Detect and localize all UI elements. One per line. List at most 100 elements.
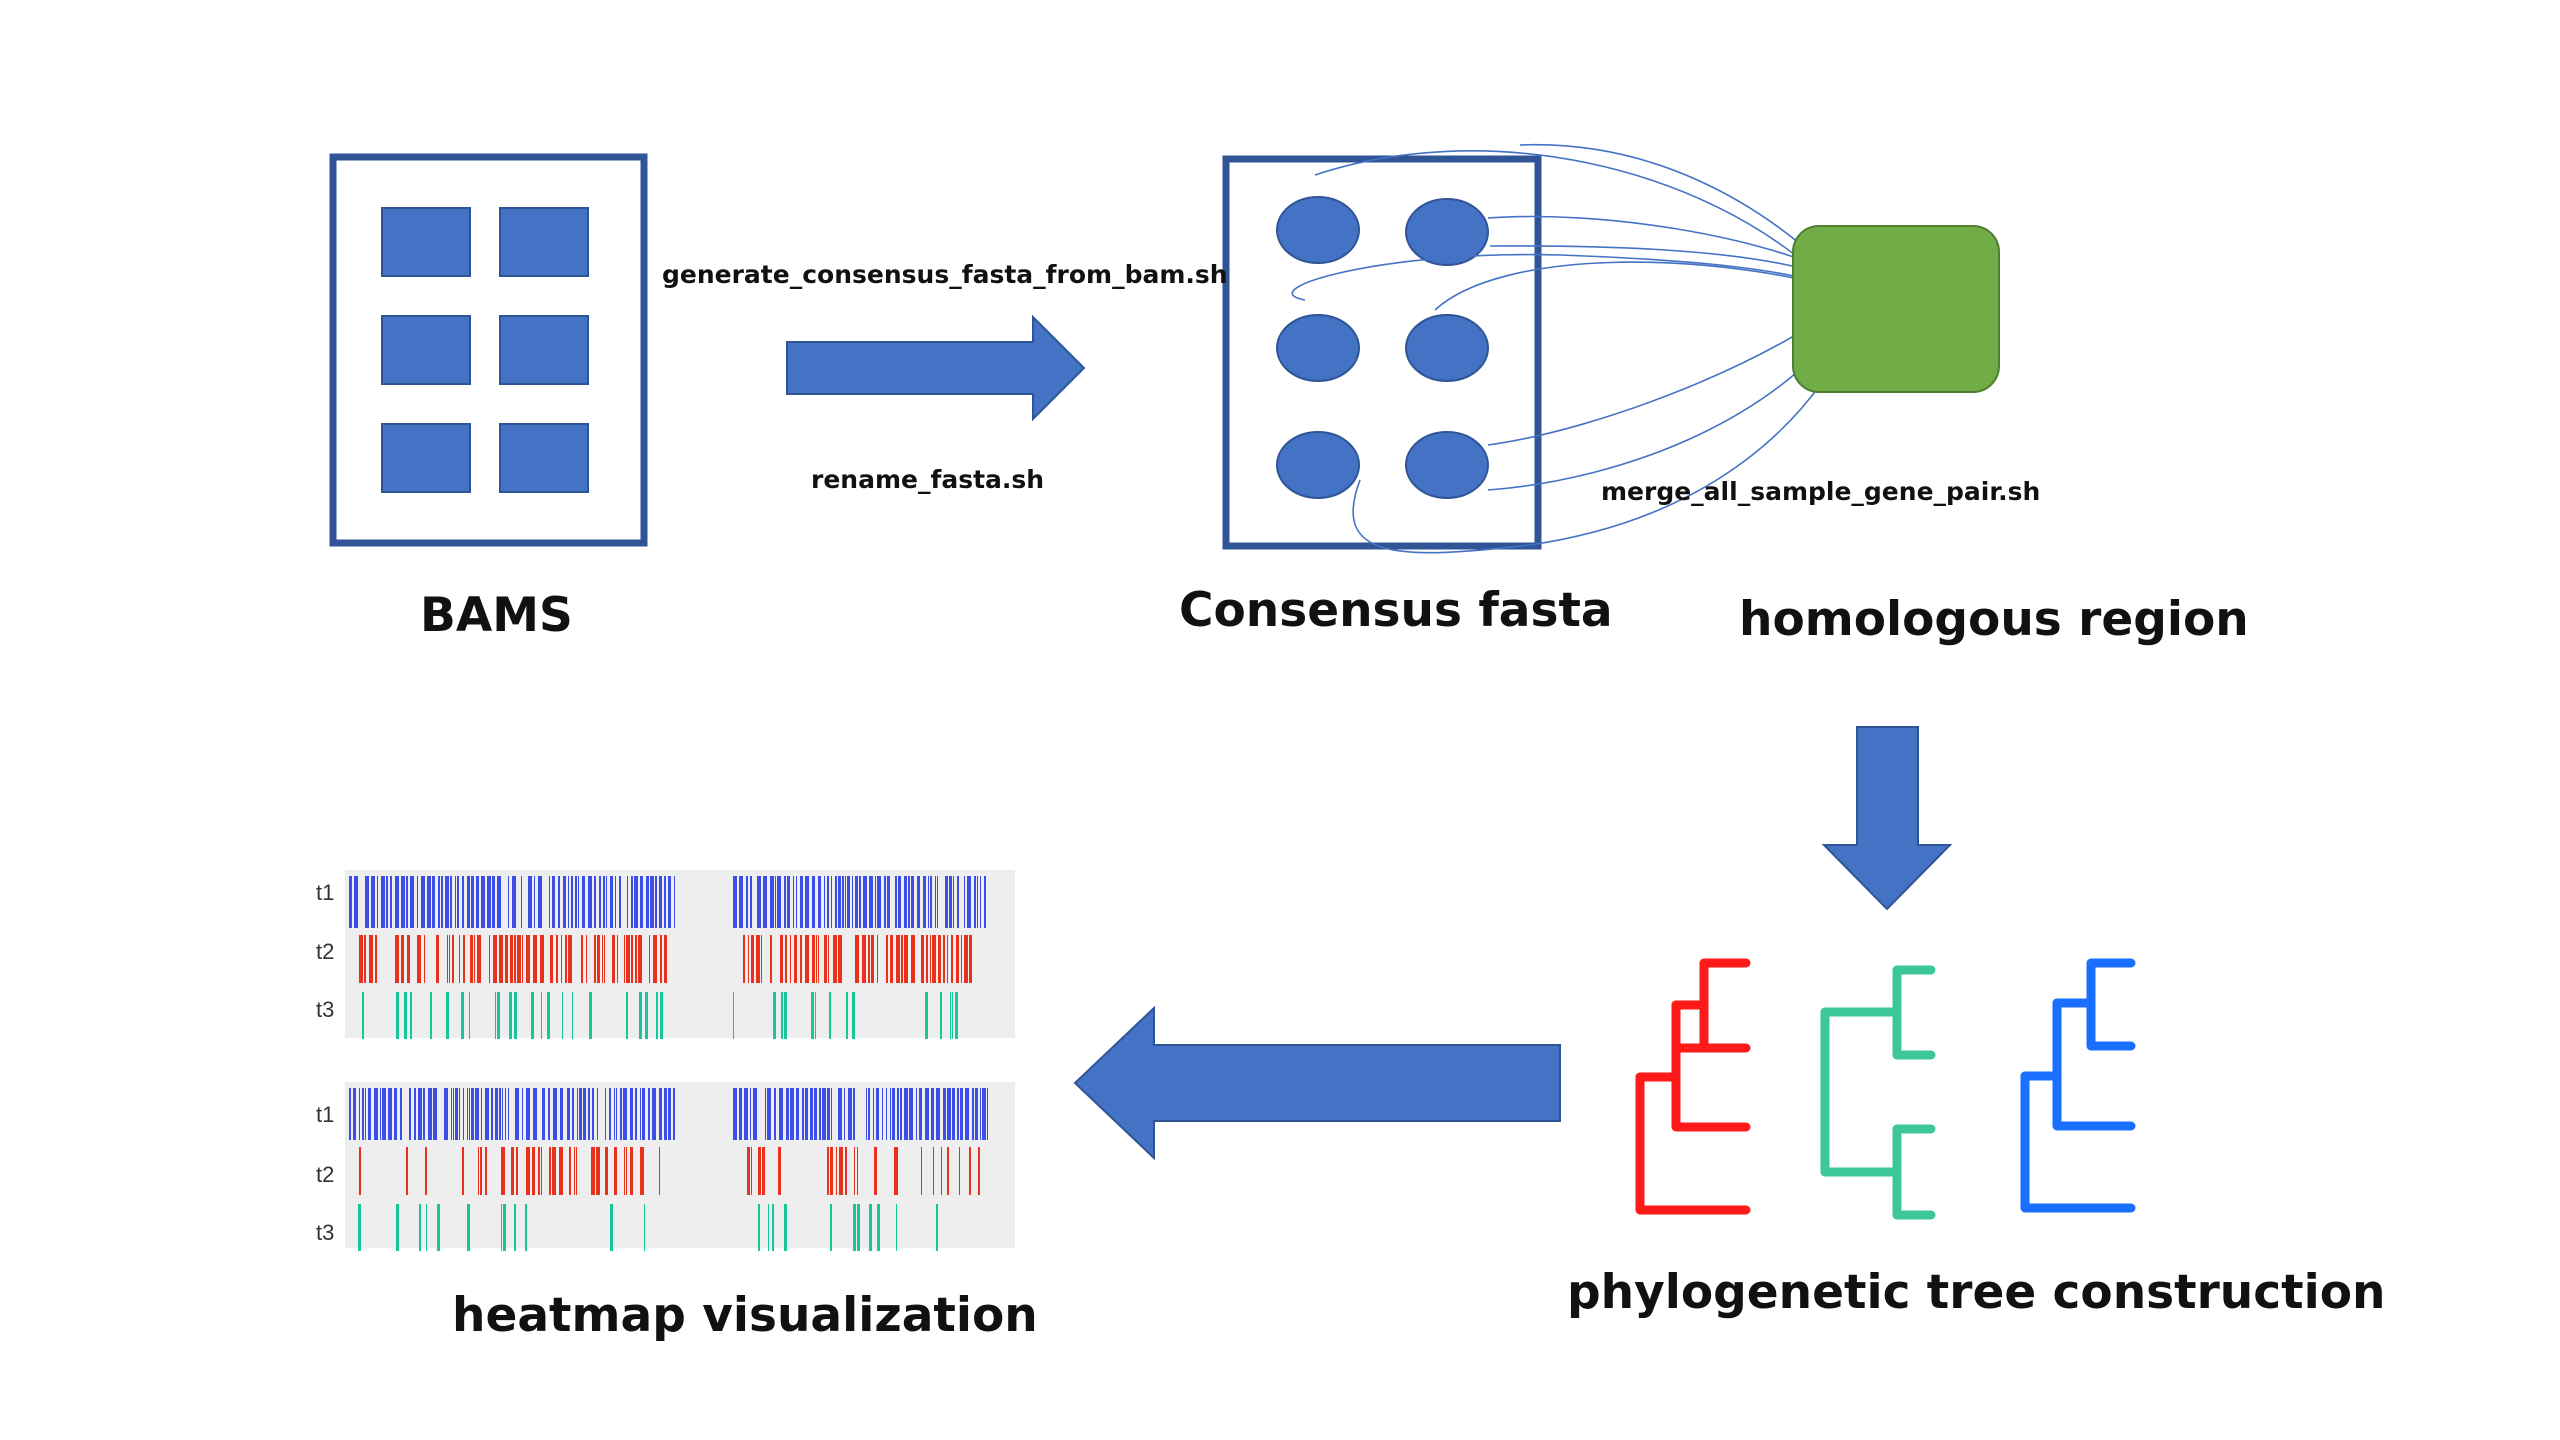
heatmap-stripe [517,935,521,983]
heatmap-stripe [459,1088,460,1140]
heatmap-stripe [586,935,587,983]
heatmap-stripe [549,1147,551,1195]
heatmap-stripe [875,876,876,928]
heatmap-stripe [559,1147,563,1195]
fasta-sequence-node [1276,196,1360,264]
heatmap-stripe [426,1204,427,1251]
heatmap-stripe [470,935,473,983]
heatmap-stripe [904,876,907,928]
fasta-sequence-node [1405,431,1489,499]
heatmap-stripe [747,1147,750,1195]
heatmap-stripe [781,992,783,1039]
heatmap-stripe [497,876,501,928]
heatmap-stripe [631,935,633,983]
heatmap-visualization-label: heatmap visualization [452,1288,1038,1343]
heatmap-stripe [423,1088,425,1140]
heatmap-stripe [926,935,928,983]
heatmap-stripe [845,876,846,928]
heatmap-stripe [485,1147,487,1195]
heatmap-stripe [567,1088,570,1140]
heatmap-stripe [626,992,628,1039]
heatmap-stripe [533,935,537,983]
heatmap-stripe [450,876,452,928]
heatmap-stripe [919,1088,922,1140]
heatmap-stripe [831,876,832,928]
heatmap-stripe [481,876,485,928]
heatmap-stripe [746,876,748,928]
heatmap-stripe [953,876,954,928]
heatmap-stripe [751,1147,752,1195]
heatmap-stripe [815,992,816,1039]
heatmap-stripe [642,1088,645,1140]
heatmap-stripe [743,935,745,983]
heatmap-stripe [857,1204,860,1251]
heatmap-stripe [424,935,425,983]
heatmap-stripe [521,876,522,928]
heatmap-stripe [890,1088,891,1140]
heatmap-stripe [599,876,601,928]
heatmap-stripe [542,1088,545,1140]
heatmap-stripe [960,1088,963,1140]
heatmap-stripe [649,935,650,983]
heatmap-stripe [874,1147,877,1195]
heatmap-stripe [362,1088,364,1140]
heatmap-stripe [452,935,454,983]
heatmap-stripe [401,876,405,928]
heatmap-stripe [644,1204,645,1251]
heatmap-stripe [838,1088,842,1140]
heatmap-stripe [640,1088,641,1140]
heatmap-stripe [627,876,628,928]
heatmap-stripe [516,1147,518,1195]
bam-file-block [381,423,471,493]
heatmap-stripe [538,1147,540,1195]
heatmap-stripe [605,1088,606,1140]
heatmap-stripe [576,1147,577,1195]
heatmap-panels [345,870,1015,1251]
heatmap-stripe [502,1088,503,1140]
bams-frame [329,153,648,547]
heatmap-stripe [668,1088,671,1140]
heatmap-stripe [951,935,953,983]
heatmap-stripe [833,935,837,983]
heatmap-track-label: t2 [316,1162,335,1187]
heatmap-stripe [568,876,569,928]
heatmap-stripe [862,935,866,983]
heatmap-stripe [577,1088,578,1140]
fasta-sequence-node [1405,314,1489,382]
heatmap-stripe [588,1088,590,1140]
bam-file-block [499,207,589,277]
heatmap-stripe [635,935,637,983]
heatmap-stripe [898,876,901,928]
heatmap-stripe [437,1204,440,1251]
heatmap-stripe [441,876,443,928]
heatmap-stripe [784,876,786,928]
heatmap-stripe [467,1088,468,1140]
heatmap-stripe [659,876,662,928]
heatmap-stripe [377,876,378,928]
heatmap-stripe [572,1088,574,1140]
heatmap-stripe [938,935,941,983]
connector-curve [1352,289,1871,554]
heatmap-stripe [932,935,936,983]
heatmap-stripe [853,1088,855,1140]
heatmap-stripe [487,876,491,928]
heatmap-stripe [925,1088,929,1140]
heatmap-stripe [497,992,500,1039]
merge-script-label: merge_all_sample_gene_pair.sh [1601,477,2041,506]
heatmap-stripe [563,876,566,928]
heatmap-stripe [873,1088,874,1140]
heatmap-stripe [886,1088,887,1140]
heatmap-stripe [390,876,392,928]
heatmap-stripe [552,1147,556,1195]
heatmap-stripe [579,1088,582,1140]
heatmap-stripe [668,876,671,928]
heatmap-stripe [773,992,776,1039]
heatmap-stripe [349,876,352,928]
heatmap-stripe [540,935,544,983]
heatmap-stripe [475,1088,479,1140]
heatmap-stripe [583,1088,586,1140]
heatmap-stripe [855,935,859,983]
heatmap-stripe [640,876,643,928]
heatmap-stripe [869,1204,872,1251]
heatmap-stripe [645,992,648,1039]
